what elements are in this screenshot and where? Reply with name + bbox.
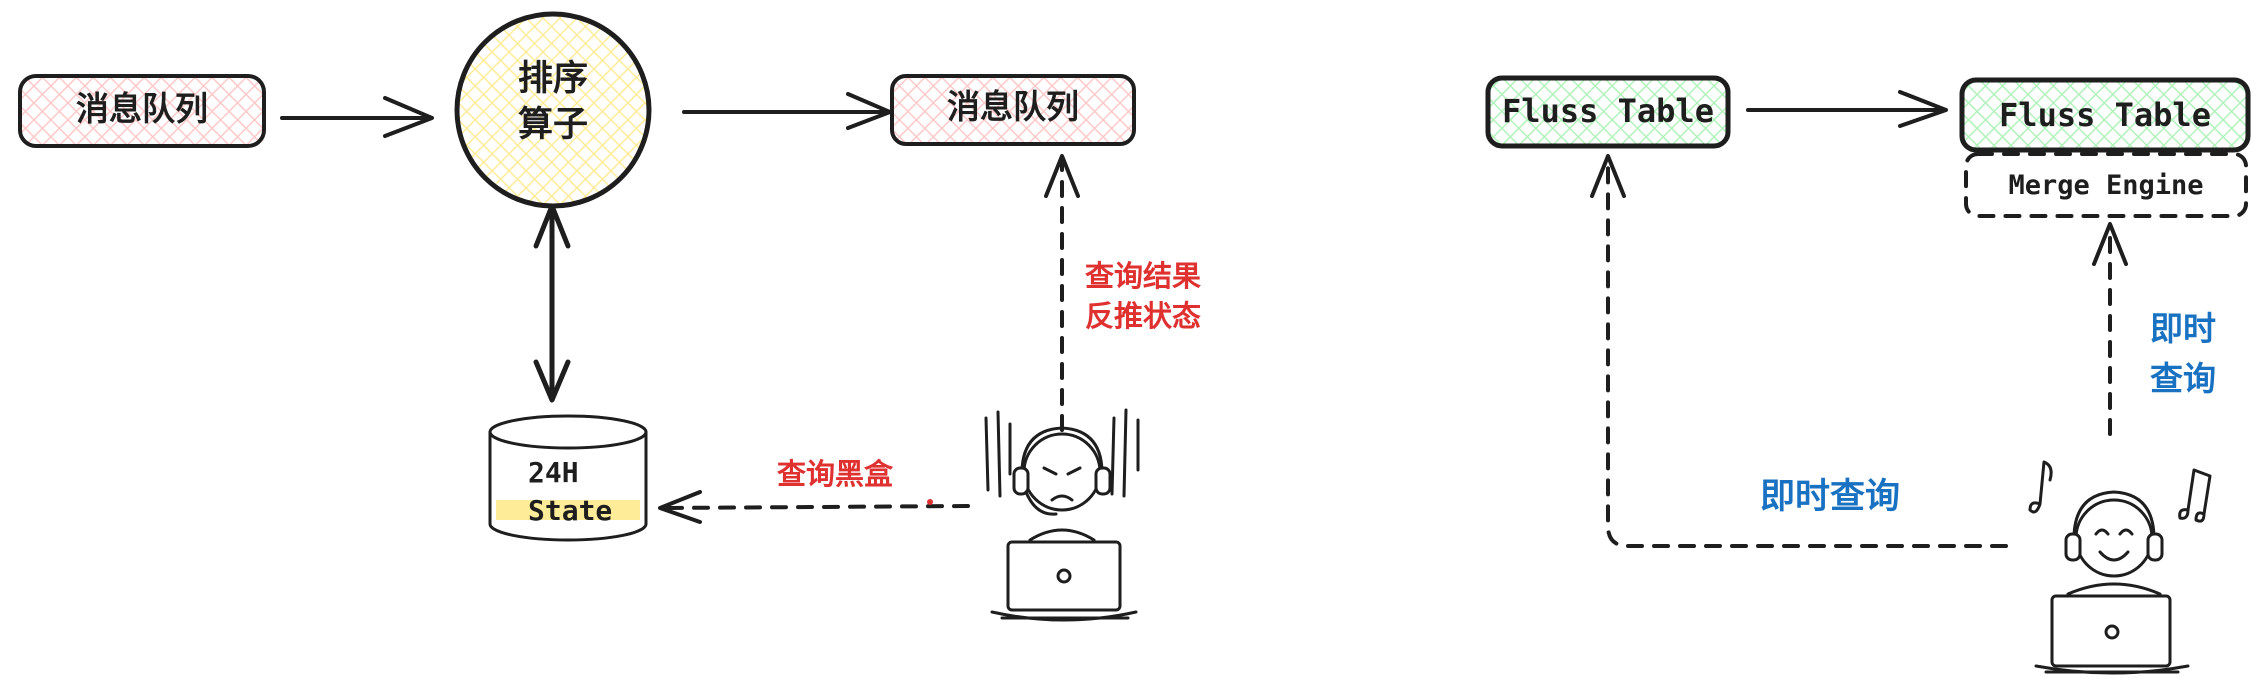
sink-queue-label: 消息队列 bbox=[947, 87, 1079, 126]
state-store-label-line2: State bbox=[528, 494, 612, 527]
annotation-instant-query-right-line2: 查询 bbox=[2150, 359, 2216, 398]
sort-operator-label-line1: 排序 bbox=[518, 59, 588, 99]
arrow-operator-to-sink bbox=[682, 92, 892, 130]
merge-engine-label: Merge Engine bbox=[2008, 170, 2203, 201]
happy-person-at-laptop-icon bbox=[2028, 460, 2212, 675]
sort-operator-label-line2: 算子 bbox=[518, 105, 588, 145]
annotation-black-box: 查询黑盒 bbox=[777, 457, 894, 491]
annotation-query-result-line2: 反推状态 bbox=[1085, 299, 1201, 333]
annotation-instant-query-right-line1: 即时 bbox=[2150, 309, 2216, 348]
dashed-arrow-user-to-source-table bbox=[1590, 154, 2008, 548]
annotation-dot bbox=[927, 499, 933, 505]
arrow-queue-to-operator bbox=[280, 96, 434, 138]
arrow-operator-state-bidirectional bbox=[533, 203, 571, 403]
arrow-source-table-to-sink-table bbox=[1746, 90, 1948, 128]
source-queue-label: 消息队列 bbox=[76, 89, 208, 128]
frustrated-person-at-laptop-icon bbox=[984, 408, 1140, 622]
dashed-arrow-user-to-merge-engine bbox=[2092, 222, 2128, 436]
dashed-arrow-user-to-state bbox=[658, 490, 970, 524]
annotation-instant-query-left: 即时查询 bbox=[1760, 477, 1900, 517]
source-fluss-table-label: Fluss Table bbox=[1502, 92, 1714, 130]
state-store-label-line1: 24H bbox=[528, 456, 579, 489]
state-store-cylinder: 24H State bbox=[488, 414, 648, 542]
annotation-query-result-line1: 查询结果 bbox=[1085, 259, 1201, 293]
source-queue-node: 消息队列 bbox=[18, 74, 266, 148]
source-fluss-table-node: Fluss Table bbox=[1485, 75, 1731, 149]
dashed-arrow-user-to-sink bbox=[1044, 154, 1080, 432]
sink-fluss-table-node: Fluss Table bbox=[1959, 77, 2251, 153]
sink-queue-node: 消息队列 bbox=[890, 74, 1136, 146]
merge-engine-node: Merge Engine bbox=[1964, 152, 2248, 218]
sort-operator-node: 排序 算子 bbox=[454, 11, 652, 209]
sink-fluss-table-label: Fluss Table bbox=[1999, 96, 2211, 134]
